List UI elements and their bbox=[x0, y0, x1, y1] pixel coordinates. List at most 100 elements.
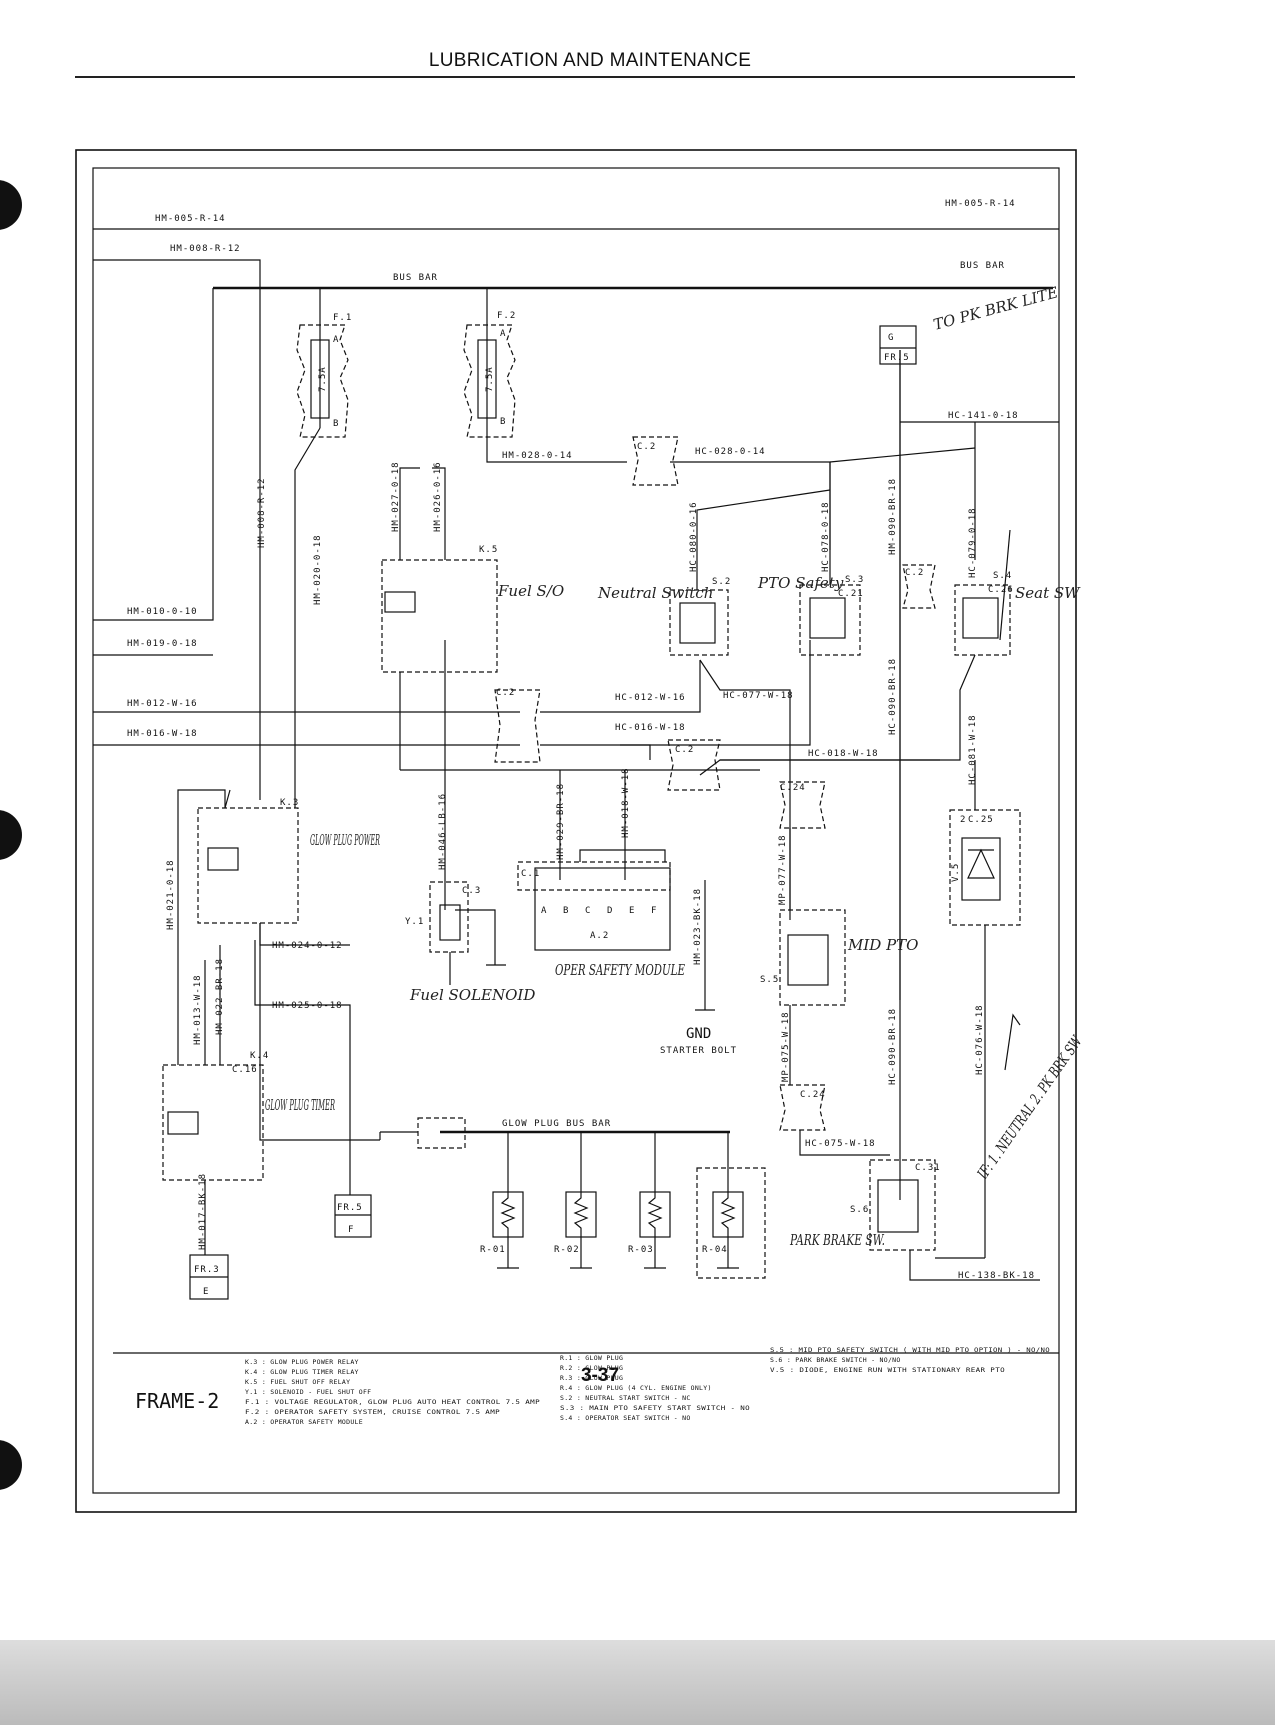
starter-bolt-label: STARTER BOLT bbox=[660, 1046, 737, 1056]
a2-pin: F bbox=[651, 906, 657, 916]
wire-label: HM-020-0-18 bbox=[313, 534, 323, 605]
handwritten-note: PARK BRAKE SW. bbox=[789, 1231, 885, 1249]
k5-box bbox=[381, 559, 498, 673]
connector-label: C.26 bbox=[988, 585, 1014, 595]
g-label: G bbox=[888, 333, 894, 343]
k4-box bbox=[162, 1064, 264, 1181]
fuse-rating: 7.5A bbox=[485, 366, 495, 392]
a2-pin: B bbox=[563, 906, 569, 916]
wire-label: HM-019-0-18 bbox=[127, 639, 198, 649]
wire-label: HM-008-R-12 bbox=[170, 244, 241, 254]
wire-label: HM-028-0-14 bbox=[502, 451, 573, 461]
wire-label: HC-077-W-18 bbox=[723, 691, 794, 701]
resistor-label: R-03 bbox=[628, 1245, 654, 1255]
a2-pin: E bbox=[629, 906, 635, 916]
fuse-label: F.1 bbox=[333, 313, 352, 323]
handwritten-note: IF: 1. NEUTRAL 2. PK BRK SW bbox=[973, 1032, 1086, 1183]
outer-frame bbox=[75, 149, 1077, 1513]
handwritten-note: OPER SAFETY MODULE bbox=[555, 961, 685, 979]
wire-label: HM-046-LB-16 bbox=[438, 793, 448, 870]
connector-label: C.21 bbox=[838, 589, 864, 599]
wire-label: HM-013-W-18 bbox=[193, 974, 203, 1045]
fuse-label: F.2 bbox=[497, 311, 516, 321]
connector-label: C.2 bbox=[637, 442, 656, 452]
wire-label: HC-075-W-18 bbox=[805, 1139, 876, 1149]
pin-label: A bbox=[500, 329, 506, 339]
wire-label: HM-018-W-18 bbox=[621, 767, 631, 838]
wire-label: HM-008-R-12 bbox=[257, 477, 267, 548]
pin-label: B bbox=[333, 419, 339, 429]
handwritten-note: PTO Safety bbox=[757, 574, 844, 592]
a2-pin: D bbox=[607, 906, 613, 916]
wire-label: HC-076-W-18 bbox=[975, 1004, 985, 1075]
diode-label: V.5 bbox=[951, 863, 961, 882]
wire-label: HM-005-R-14 bbox=[945, 199, 1016, 209]
wire-label: HC-081-W-18 bbox=[968, 714, 978, 785]
connector-label: C.25 bbox=[968, 815, 994, 825]
fr5-label: FR.5 bbox=[337, 1203, 363, 1213]
wire-label: HM-012-W-16 bbox=[127, 699, 198, 709]
legend-item: S.4 : OPERATOR SEAT SWITCH - NO bbox=[560, 1414, 691, 1422]
fuse-rating: 7.5A bbox=[318, 366, 328, 392]
glow-bus-label: GLOW PLUG BUS BAR bbox=[502, 1119, 611, 1129]
page-header: LUBRICATION AND MAINTENANCE bbox=[428, 50, 752, 71]
wire-label: HC-018-W-18 bbox=[808, 749, 879, 759]
legend-item: K.3 : GLOW PLUG POWER RELAY bbox=[245, 1358, 359, 1366]
solenoid-label: Y.1 bbox=[405, 917, 424, 927]
pin-label: A bbox=[333, 335, 339, 345]
legend-item: R.1 : GLOW PLUG bbox=[560, 1354, 623, 1362]
wire-label: HM-023-BK-18 bbox=[693, 888, 703, 965]
wire-label: HC-079-0-18 bbox=[968, 507, 978, 578]
wire-label: HM-016-W-18 bbox=[127, 729, 198, 739]
diode-pin: 2 bbox=[960, 815, 966, 825]
connector-label: C.3 bbox=[462, 886, 481, 896]
wire-label: MP-075-W-18 bbox=[781, 1011, 791, 1082]
handwritten-note: Fuel S/O bbox=[497, 582, 564, 600]
wire-label: HC-090-BR-18 bbox=[888, 658, 898, 735]
legend-item: Y.1 : SOLENOID - FUEL SHUT OFF bbox=[245, 1388, 371, 1396]
legend-item: K.4 : GLOW PLUG TIMER RELAY bbox=[245, 1368, 359, 1376]
wire-label: HM-027-0-18 bbox=[391, 461, 401, 532]
wire-label: HM-021-0-18 bbox=[166, 859, 176, 930]
connector-label: C.1 bbox=[521, 869, 540, 879]
connector-label: C.24 bbox=[800, 1090, 826, 1100]
switch-label: S.6 bbox=[850, 1205, 869, 1215]
binder-hole bbox=[0, 1440, 22, 1490]
wire-label: HC-080-0-16 bbox=[689, 501, 699, 572]
connector-label: C.24 bbox=[780, 783, 806, 793]
a2-pin: C bbox=[585, 906, 591, 916]
handwritten-note: Fuel SOLENOID bbox=[409, 986, 535, 1004]
connector-label: C.2 bbox=[905, 568, 924, 578]
bus-bar-label: BUS BAR bbox=[960, 261, 1005, 271]
resistor-label: R-01 bbox=[480, 1245, 506, 1255]
handwritten-note: GLOW PLUG TIMER bbox=[265, 1096, 335, 1114]
g-fr5-box bbox=[879, 325, 917, 365]
switch-label: S.4 bbox=[993, 571, 1012, 581]
wire-label: HM-025-0-18 bbox=[272, 1001, 343, 1011]
module-label: A.2 bbox=[590, 931, 609, 941]
connector-label: C.16 bbox=[232, 1065, 258, 1075]
fr3-label: FR.3 bbox=[194, 1265, 220, 1275]
wire-label: MP-077-W-18 bbox=[778, 834, 788, 905]
connector-label: C.31 bbox=[915, 1163, 941, 1173]
wire-label: HC-016-W-18 bbox=[615, 723, 686, 733]
handwritten-note: Seat SW bbox=[1015, 584, 1081, 602]
legend-item: A.2 : OPERATOR SAFETY MODULE bbox=[245, 1418, 363, 1426]
legend-item: S.2 : NEUTRAL START SWITCH - NC bbox=[560, 1394, 691, 1402]
inner-frame bbox=[92, 167, 1060, 1494]
wire-label: HC-012-W-16 bbox=[615, 693, 686, 703]
handwritten-note: GLOW PLUG POWER bbox=[310, 831, 380, 849]
legend-item: V.5 : DIODE, ENGINE RUN WITH STATIONARY … bbox=[770, 1366, 1005, 1374]
binder-hole bbox=[0, 810, 22, 860]
y1-box bbox=[429, 881, 469, 953]
pin-label: B bbox=[500, 417, 506, 427]
f-label: F bbox=[348, 1225, 354, 1235]
wire-label: HM-010-0-10 bbox=[127, 607, 198, 617]
a2-box bbox=[534, 867, 671, 951]
legend-item: S.6 : PARK BRAKE SWITCH - NO/NO bbox=[770, 1356, 901, 1364]
switch-label: S.2 bbox=[712, 577, 731, 587]
e-label: E bbox=[203, 1287, 209, 1297]
switch-label: S.5 bbox=[760, 975, 779, 985]
handwritten-note: TO PK BRK LITE bbox=[931, 283, 1060, 334]
